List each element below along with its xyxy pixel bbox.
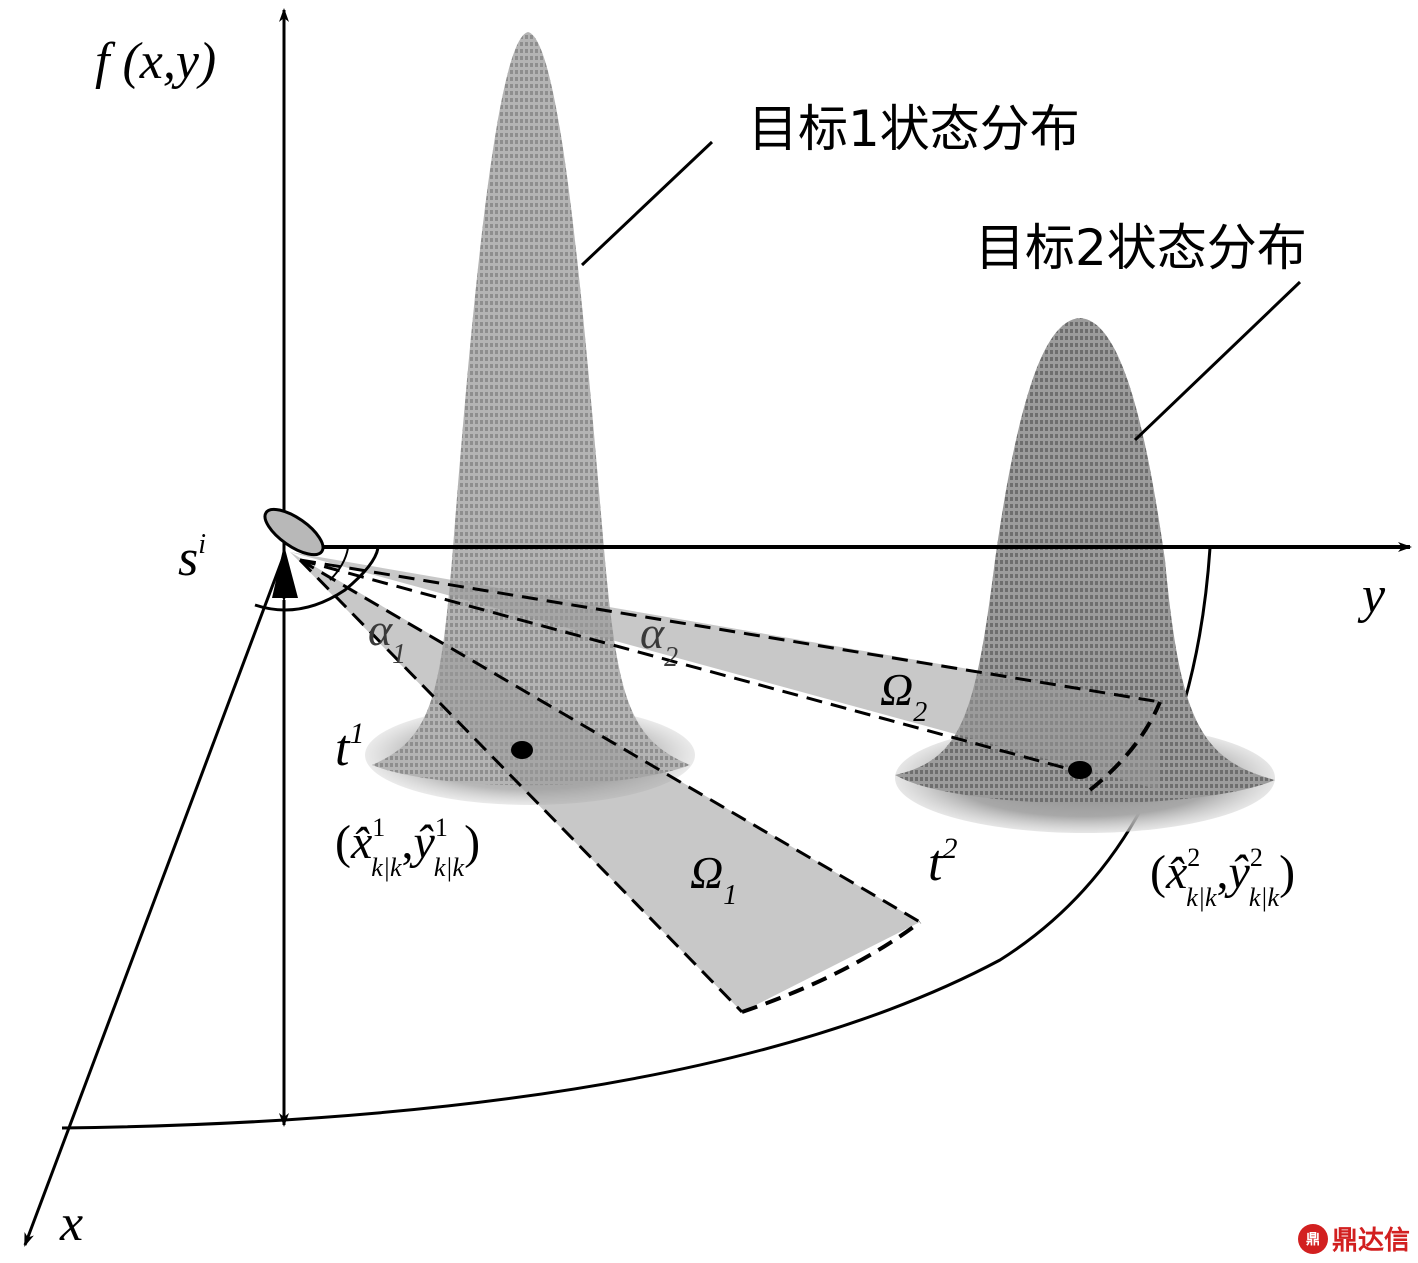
t2-label: t2 [928,832,957,892]
target1-estimate-dot [511,741,533,759]
f-axis-label: f (x,y) [95,33,216,90]
target1-distribution-peak [372,32,690,786]
target2-title: 目标2状态分布 [975,219,1307,277]
sector-borders [298,558,1162,1014]
sensor-icon [263,507,325,598]
angle-arc-large [254,547,380,612]
target1-title: 目标1状态分布 [748,100,1080,158]
t1-label: t1 [335,717,364,777]
target1-leader [580,140,714,267]
omega1-label: Ω1 [690,847,737,911]
sector-omega2 [290,552,1160,790]
alpha2-label: α2 [640,607,678,673]
x-axis-label: x [59,1195,83,1252]
target2-estimate-dot [1068,761,1092,779]
watermark-text: 鼎达信 [1331,1226,1410,1256]
alpha1-label: α1 [368,604,406,670]
watermark-logo-icon: 鼎 [1297,1223,1328,1254]
target2-leader [1133,280,1302,442]
y-axis-label: y [1357,567,1386,624]
sector-omega1 [290,552,920,1012]
omega2-label: Ω2 [880,664,927,728]
x-axis [23,554,286,1247]
sensor-label: si [178,529,206,587]
watermark: 鼎 鼎达信 [1297,1220,1410,1257]
angle-arc-small [329,547,349,581]
